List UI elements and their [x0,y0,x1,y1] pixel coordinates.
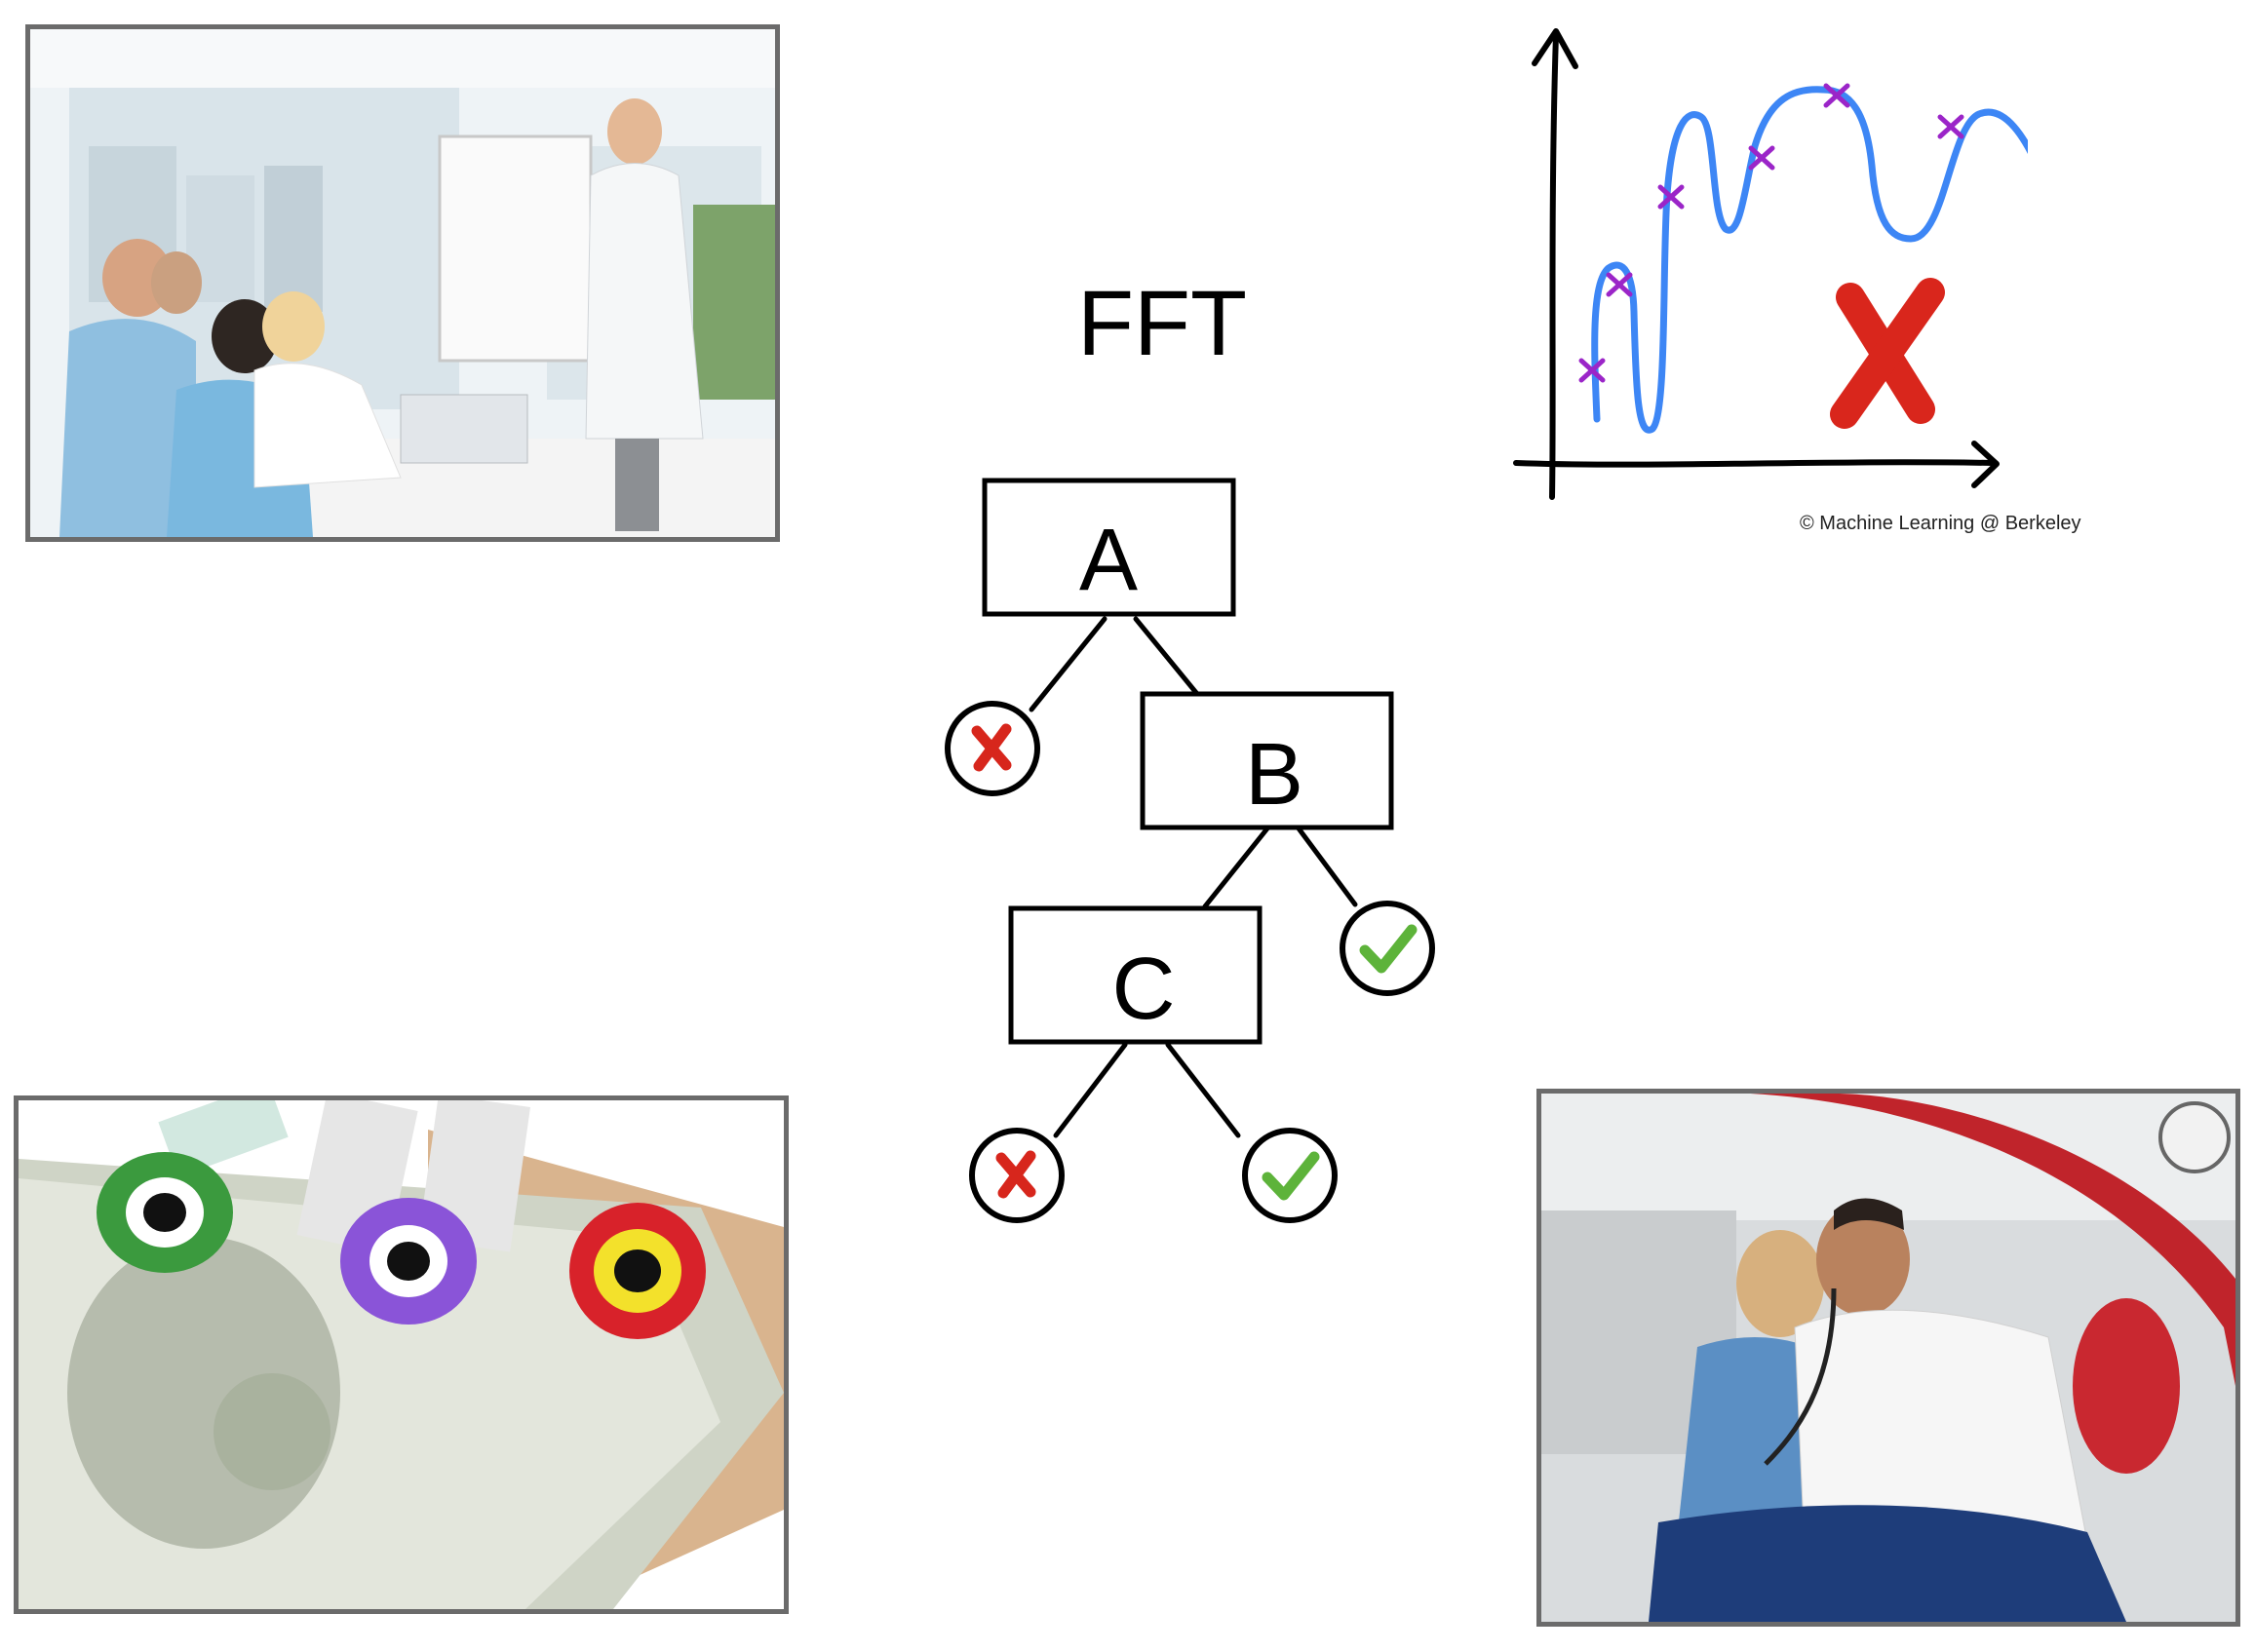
red-cross-icon [971,723,1012,772]
overfit-curve [1591,86,2028,434]
x-axis-arrow-icon [1971,441,2000,488]
fft-title: FFT [1077,272,1248,375]
node-a-label: A [1079,512,1138,609]
leaf-c-reject [969,1128,1065,1223]
edge-a-reject [1029,616,1108,712]
edge-b-accept [1296,826,1358,907]
green-check-icon [1262,1151,1320,1201]
edge-c-accept [1165,1042,1241,1138]
leaf-a-reject [945,701,1040,796]
node-a: A [982,478,1236,617]
big-red-cross-icon [1830,278,1945,429]
emergency-room-photo [1536,1089,2240,1627]
fast-frugal-tree: A B C [945,478,1435,1223]
red-cross-icon [995,1150,1036,1199]
y-axis-arrow-icon [1532,28,1578,69]
data-point-markers [1578,83,1964,383]
blood-tubes-money-photo [14,1095,789,1614]
edge-b-c [1202,826,1270,909]
node-b: B [1140,691,1394,830]
leaf-b-accept [1340,901,1435,996]
node-c-label: C [1112,941,1176,1038]
overfitting-sketch [1513,28,2028,500]
node-c: C [1008,905,1263,1045]
edge-a-b [1133,616,1200,697]
x-axis [1513,459,1997,468]
edge-c-reject [1053,1042,1128,1138]
green-check-icon [1359,924,1418,974]
copyright-caption: © Machine Learning @ Berkeley [1800,513,2081,534]
y-axis [1549,31,1559,500]
node-b-label: B [1245,726,1303,824]
leaf-c-accept [1242,1128,1338,1223]
doctor-presentation-photo [25,24,780,542]
